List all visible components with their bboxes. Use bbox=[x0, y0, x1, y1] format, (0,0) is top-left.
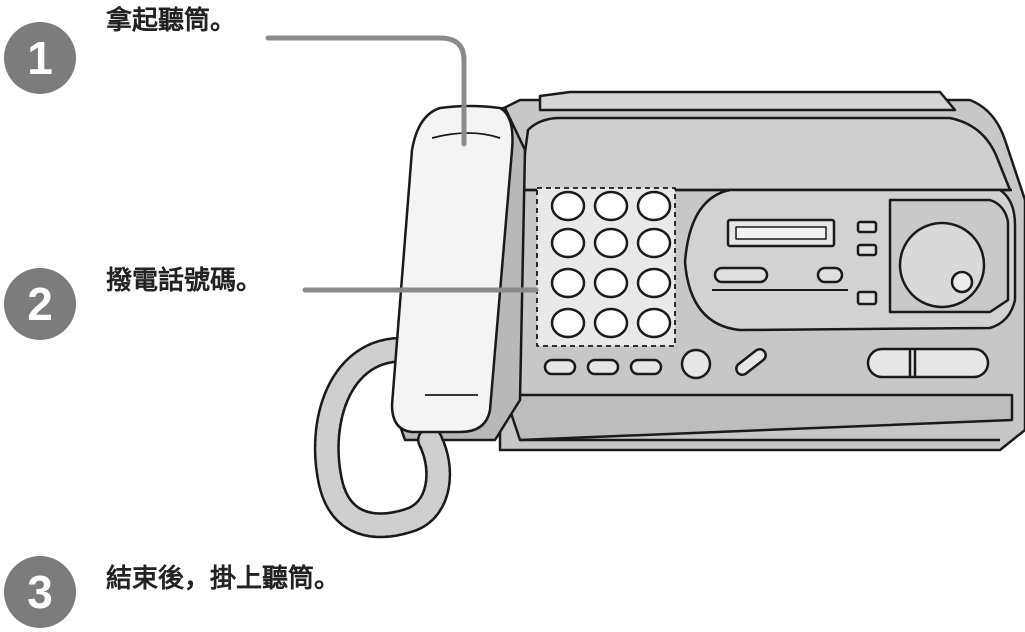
step-number-2: 2 bbox=[27, 278, 53, 330]
keypad-keys bbox=[550, 190, 672, 339]
function-key-3 bbox=[856, 290, 878, 306]
step-number-3: 3 bbox=[27, 566, 53, 618]
paper-tray bbox=[538, 90, 957, 112]
telephone-handset-icon bbox=[390, 104, 514, 434]
function-key-2 bbox=[856, 243, 878, 257]
round-button bbox=[680, 348, 712, 380]
step-badge-3: 3 bbox=[4, 556, 76, 628]
upper-panel bbox=[518, 116, 1012, 192]
step-text-3: 結束後，掛上聽筒。 bbox=[106, 564, 341, 594]
pod-button-small bbox=[816, 266, 844, 284]
pod-button-long bbox=[713, 266, 769, 284]
start-button bbox=[866, 347, 990, 379]
front-button-3 bbox=[629, 358, 663, 376]
step-text-2: 撥電話號碼。 bbox=[106, 266, 263, 296]
step-badge-1: 1 bbox=[4, 22, 76, 94]
function-key-1 bbox=[856, 220, 878, 234]
step-text-1: 拿起聽筒。 bbox=[106, 6, 237, 36]
volume-knob bbox=[950, 270, 974, 294]
speaker-dial bbox=[898, 221, 986, 309]
front-ledge bbox=[503, 393, 1014, 442]
leader-line-1 bbox=[265, 35, 467, 147]
front-button-2 bbox=[586, 358, 620, 376]
front-button-1 bbox=[543, 358, 577, 376]
step-badge-2: 2 bbox=[4, 268, 76, 340]
step-number-1: 1 bbox=[27, 32, 53, 84]
pen-slot bbox=[735, 347, 767, 377]
